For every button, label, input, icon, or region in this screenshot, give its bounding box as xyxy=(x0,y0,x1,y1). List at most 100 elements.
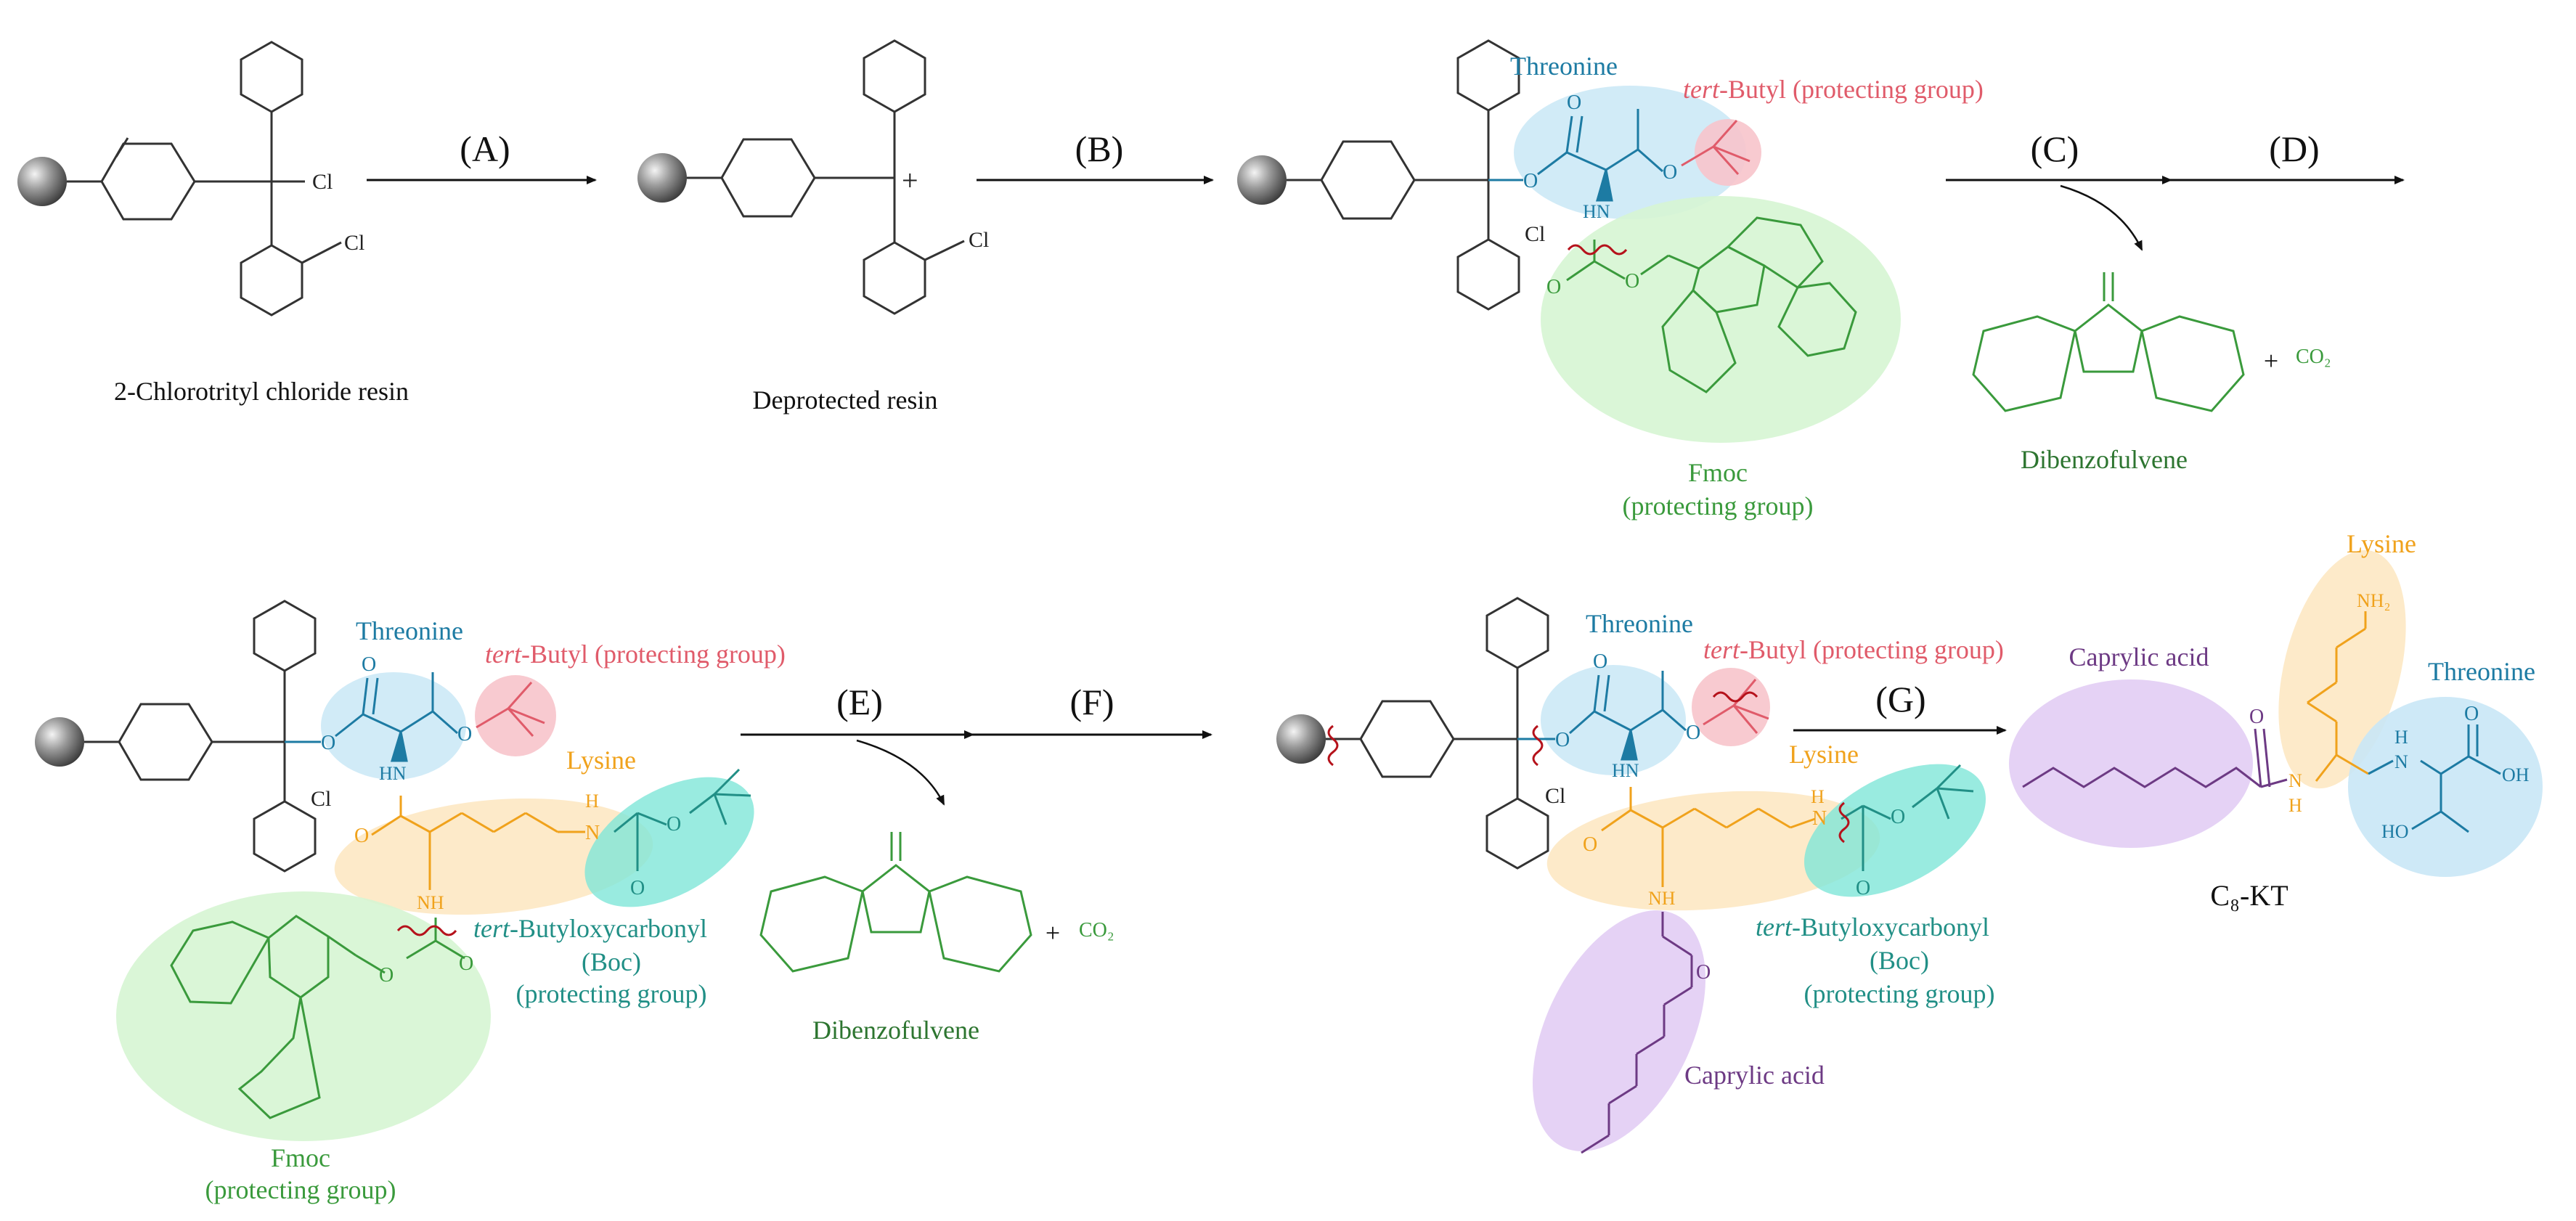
co2-label: CO₂ xyxy=(1079,919,1114,942)
step-label-a: (A) xyxy=(460,128,510,169)
threonine-highlight xyxy=(2348,697,2543,877)
arrow-byproduct-2 xyxy=(856,739,945,806)
atom-n: N xyxy=(2288,770,2302,791)
resin-bead xyxy=(17,157,67,206)
fmoc-lys-thr-resin-structure xyxy=(35,600,317,873)
step-label-f: (F) xyxy=(1069,682,1114,722)
tert-butyl-bonds xyxy=(476,682,545,738)
dibenzofulvene-structure xyxy=(1972,272,2245,412)
caprylic-acid-label: Caprylic acid xyxy=(1684,1061,1825,1090)
lysine-highlight xyxy=(334,798,653,915)
boc-protecting-label: (protecting group) xyxy=(515,979,707,1008)
lysine-label: Lysine xyxy=(1789,740,1859,769)
fmoc-protecting-label: (protecting group) xyxy=(205,1175,396,1204)
atom-h: H xyxy=(2394,727,2408,748)
fmoc-label: Fmoc xyxy=(1687,458,1748,487)
caprylic-bonds xyxy=(1581,912,1693,1154)
tert-butyl-bonds xyxy=(1703,679,1769,734)
lysine-bonds xyxy=(2307,611,2369,782)
threonine-label: Threonine xyxy=(1586,609,1693,638)
fmoc-protecting-label: (protecting group) xyxy=(1622,491,1814,520)
atom-cl: Cl xyxy=(969,228,989,252)
cleavage-wavy-line xyxy=(1567,244,1628,256)
cleavage-wavy-line xyxy=(1532,724,1544,767)
atom-o: O xyxy=(630,877,645,899)
plus-sign: + xyxy=(1045,918,1061,947)
plus-sign: + xyxy=(2263,346,2279,375)
boc-abbrev-label: (Boc) xyxy=(582,947,641,976)
atom-o: O xyxy=(1856,877,1870,899)
atom-o: O xyxy=(2464,703,2479,725)
lysine-highlight xyxy=(1546,791,1880,911)
threonine-bonds xyxy=(2368,724,2501,833)
atom-h: H xyxy=(585,791,599,812)
atom-o: O xyxy=(1891,806,1905,828)
boc-highlight xyxy=(584,777,754,907)
atom-o: O xyxy=(1523,170,1538,192)
resin-name-label: 2-Chlorotrityl chloride resin xyxy=(114,377,409,406)
atom-nh: NH xyxy=(417,892,444,913)
threonine-bonds xyxy=(1488,109,1663,202)
atom-nh2: NH₂ xyxy=(2357,590,2391,611)
lysine-label: Lysine xyxy=(2347,529,2416,558)
boc-protecting-label: (protecting group) xyxy=(1803,979,1995,1008)
atom-o: O xyxy=(457,723,472,746)
atom-o: O xyxy=(1625,270,1639,293)
atom-nh: NH xyxy=(1648,888,1676,909)
cleavage-wavy-line xyxy=(1838,801,1850,844)
atom-cl: Cl xyxy=(344,231,364,255)
step-label-e: (E) xyxy=(836,682,883,722)
atom-cl: Cl xyxy=(312,170,333,194)
threonine-bonds xyxy=(285,672,458,762)
fmoc-bonds xyxy=(1566,216,1857,393)
atom-oh: OH xyxy=(2502,764,2530,785)
cleavage-wavy-lines xyxy=(1327,691,1850,844)
atom-hn: HN xyxy=(1583,201,1610,222)
boc-bonds xyxy=(614,768,751,871)
resin-bead xyxy=(637,153,687,203)
atom-o: O xyxy=(2249,706,2264,728)
caprylic-highlight xyxy=(1532,910,1706,1151)
caprylic-bonds xyxy=(2022,728,2288,788)
dibenzofulvene-label: Dibenzofulvene xyxy=(2021,445,2188,474)
tert-butyl-label: tert-Butyl (protecting group) xyxy=(485,640,786,669)
lysine-label: Lysine xyxy=(566,746,636,775)
atom-hn: HN xyxy=(1612,760,1639,781)
atom-hn: HN xyxy=(379,763,407,784)
deprotected-resin-structure xyxy=(637,39,965,315)
atom-o: O xyxy=(1583,833,1597,856)
atom-cl: Cl xyxy=(1545,784,1565,808)
caprylic-acid-label: Caprylic acid xyxy=(2068,642,2209,671)
step-label-d: (D) xyxy=(2269,128,2320,169)
resin-bead xyxy=(1237,155,1287,205)
protected-c8kt-resin-structure xyxy=(1276,597,1549,870)
atom-o: O xyxy=(1567,91,1581,114)
lysine-bonds xyxy=(371,796,585,890)
atom-n: N xyxy=(585,822,600,844)
resin-bead xyxy=(35,717,84,767)
step-label-b: (B) xyxy=(1075,128,1124,169)
arrow-byproduct-1 xyxy=(2060,184,2143,251)
chlorotrityl-resin-structure xyxy=(17,41,342,317)
threonine-label: Threonine xyxy=(356,616,463,645)
atom-o: O xyxy=(667,813,681,836)
atom-o: O xyxy=(1686,722,1700,744)
tert-butyl-label: tert-Butyl (protecting group) xyxy=(1703,635,2004,664)
dibenzofulvene-structure xyxy=(759,832,1032,973)
atom-o: O xyxy=(379,964,394,987)
atom-h: H xyxy=(1811,786,1825,807)
co2-label: CO₂ xyxy=(2296,346,2331,368)
tert-butyl-bonds xyxy=(1681,120,1750,176)
atom-o: O xyxy=(354,825,369,847)
atom-h: H xyxy=(2288,795,2302,816)
atom-cl: Cl xyxy=(1525,222,1545,246)
boc-label: tert-Butyloxycarbonyl xyxy=(1756,912,1989,942)
atom-plus: + xyxy=(902,164,918,197)
atom-n: N xyxy=(2394,751,2408,772)
fmoc-bonds xyxy=(170,915,465,1119)
atom-o: O xyxy=(1555,729,1570,751)
cleavage-wavy-line xyxy=(1327,724,1339,767)
fmoc-highlight xyxy=(1541,196,1901,443)
atom-o: O xyxy=(459,952,473,975)
